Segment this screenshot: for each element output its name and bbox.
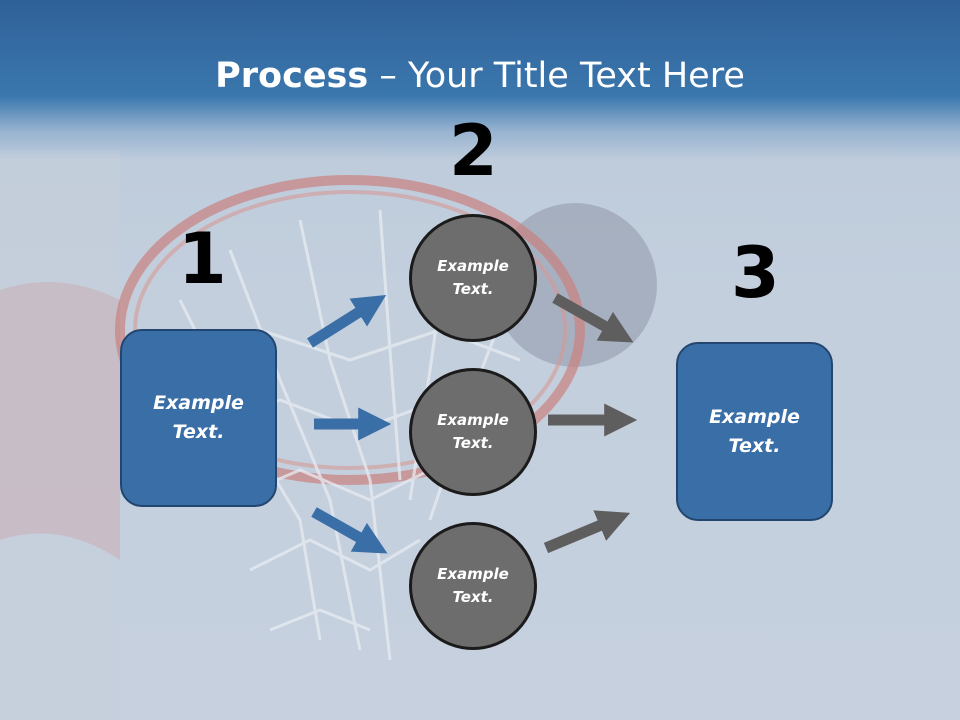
circle-top-line2: Text. (452, 280, 494, 298)
circle-middle-line2: Text. (452, 434, 494, 452)
step-3-line1: Example (709, 405, 800, 428)
step-1-text: Example Text. (153, 389, 244, 447)
arrow-1-to-top (307, 294, 387, 348)
slide-title: Process – Your Title Text Here (0, 54, 960, 98)
arrow-1-to-bottom (311, 507, 388, 554)
circle-top-text: Example Text. (437, 255, 509, 301)
circle-top-line1: Example (437, 257, 509, 275)
arrow-bottom-to-3 (543, 510, 631, 554)
circle-bottom-line2: Text. (452, 588, 494, 606)
step-number-1: 1 (178, 218, 227, 300)
circle-bottom-text: Example Text. (437, 563, 509, 609)
step-2-circle-top[interactable]: Example Text. (409, 214, 537, 342)
step-3-text: Example Text. (709, 403, 800, 461)
title-band (0, 0, 960, 160)
circle-middle-line1: Example (437, 411, 509, 429)
title-bold: Process (215, 56, 369, 96)
step-number-3: 3 (731, 232, 780, 314)
step-number-2: 2 (449, 110, 498, 192)
step-3-line2: Text. (728, 434, 781, 457)
step-3-box[interactable]: Example Text. (676, 342, 833, 521)
step-1-line2: Text. (172, 421, 225, 443)
step-2-circle-middle[interactable]: Example Text. (409, 368, 537, 496)
circle-middle-text: Example Text. (437, 409, 509, 455)
step-2-circle-bottom[interactable]: Example Text. (409, 522, 537, 650)
step-1-line1: Example (153, 392, 244, 414)
circle-bottom-line1: Example (437, 565, 509, 583)
step-1-box[interactable]: Example Text. (120, 329, 277, 507)
arrow-top-to-3 (552, 293, 634, 343)
title-rest: – Your Title Text Here (368, 56, 745, 96)
